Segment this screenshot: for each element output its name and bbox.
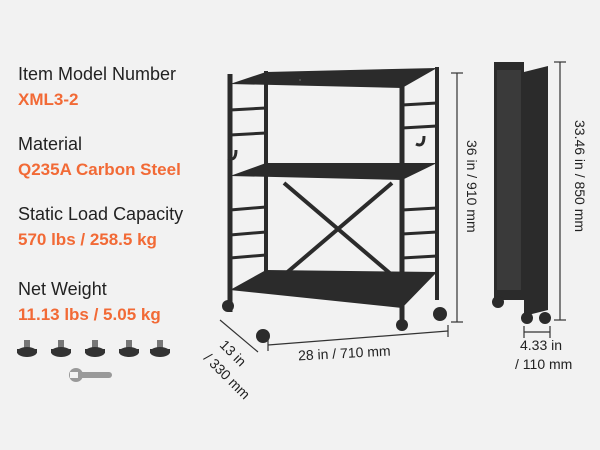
spec-value-weight: 11.13 lbs / 5.05 kg — [18, 305, 161, 324]
spec-value-load: 570 lbs / 258.5 kg — [18, 230, 157, 249]
spec-label-model: Item Model Number — [18, 64, 177, 84]
leveling-foot-icon — [17, 340, 170, 357]
folded-depth-dimension-label-1: 4.33 in — [520, 337, 563, 353]
height-dimension-label: 36 in / 910 mm — [464, 140, 480, 233]
folded-depth-dimension-label-2: / 110 mm — [515, 356, 573, 372]
wrench-icon — [69, 368, 112, 382]
spec-label-material: Material — [18, 134, 83, 154]
spec-value-model: XML3-2 — [18, 90, 79, 109]
spec-label-weight: Net Weight — [18, 279, 107, 299]
spec-value-material: Q235A Carbon Steel — [18, 160, 181, 179]
spec-label-load: Static Load Capacity — [18, 204, 184, 224]
folded-height-dimension-label: 33.46 in / 850 mm — [572, 120, 588, 233]
